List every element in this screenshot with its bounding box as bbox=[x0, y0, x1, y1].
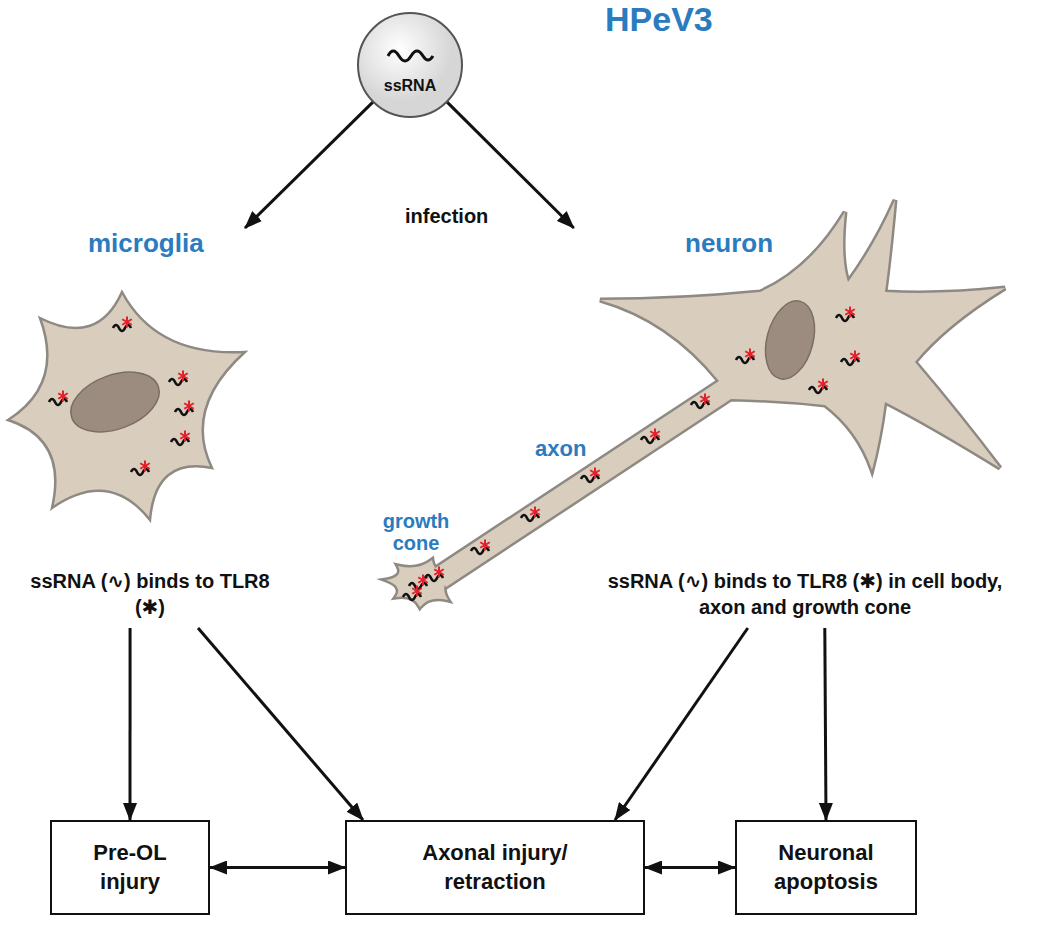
tlr8-asterisk bbox=[412, 586, 422, 597]
connector-arrow bbox=[198, 628, 363, 820]
ssrna-squiggle bbox=[131, 469, 149, 475]
tlr8-asterisk bbox=[745, 349, 755, 360]
virus-particle bbox=[358, 13, 462, 117]
neuron-cell bbox=[434, 200, 1005, 587]
ssrna-squiggle bbox=[581, 476, 599, 482]
tlr8-asterisk bbox=[530, 507, 540, 518]
tlr8-asterisk bbox=[700, 394, 710, 405]
nucleus bbox=[63, 361, 168, 443]
tlr8-asterisk bbox=[122, 317, 132, 328]
part-label: axon bbox=[535, 436, 586, 462]
ssrna-squiggle bbox=[836, 315, 854, 321]
tlr8-asterisk bbox=[184, 401, 194, 412]
tlr8-asterisk bbox=[434, 567, 444, 578]
tlr8-asterisk bbox=[418, 575, 428, 586]
ssrna-squiggle bbox=[409, 583, 427, 589]
microglia-cell bbox=[8, 292, 245, 520]
ssrna-squiggle bbox=[175, 409, 193, 415]
ssrna-squiggle bbox=[691, 402, 709, 408]
outcome-box: Pre-OL injury bbox=[50, 820, 210, 915]
ssrna-squiggle bbox=[641, 437, 659, 443]
box-label: Neuronal apoptosis bbox=[751, 839, 901, 896]
box-label: Pre-OL injury bbox=[70, 839, 190, 896]
connector-arrow bbox=[645, 866, 735, 869]
ssrna-squiggle bbox=[49, 399, 67, 405]
outcome-box: Axonal injury/ retraction bbox=[345, 820, 645, 915]
ssrna-squiggle bbox=[521, 515, 539, 521]
nucleus bbox=[757, 295, 822, 384]
ssrna-squiggle bbox=[425, 575, 443, 581]
neuron-cell bbox=[386, 560, 452, 607]
tlr8-asterisk bbox=[850, 351, 860, 362]
neuron-cell: neuron bbox=[560, 228, 1020, 568]
connector-arrow bbox=[245, 101, 374, 228]
outcome-box: Neuronal apoptosis bbox=[735, 820, 917, 915]
microglia-cell: microglia bbox=[0, 228, 250, 523]
mechanism-text: ssRNA (∿) binds to TLR8 (✱) in cell body… bbox=[585, 568, 1025, 620]
neuron-outline bbox=[386, 560, 452, 607]
genome-label: ssRNA bbox=[358, 77, 462, 95]
ssrna-squiggle bbox=[169, 379, 187, 385]
tlr8-asterisk bbox=[845, 307, 855, 318]
neuron-outline bbox=[434, 200, 1005, 587]
mechanism-text: ssRNA (∿) binds to TLR8 (✱) bbox=[30, 568, 270, 620]
cell-name: microglia bbox=[88, 228, 204, 259]
tlr8-asterisk bbox=[590, 468, 600, 479]
process-label: infection bbox=[405, 205, 488, 228]
connector-arrow bbox=[825, 628, 826, 820]
tlr8-asterisk bbox=[58, 391, 68, 402]
tlr8-asterisk bbox=[818, 379, 828, 390]
connector-arrow bbox=[615, 628, 748, 820]
virus-particle: HPeV3ssRNA bbox=[358, 13, 462, 117]
ssrna-squiggle bbox=[171, 439, 189, 445]
tlr8-asterisk bbox=[180, 431, 190, 442]
tlr8-asterisk bbox=[140, 461, 150, 472]
box-label: Axonal injury/ retraction bbox=[395, 839, 595, 896]
ssrna-squiggle bbox=[841, 359, 859, 365]
mechanism-text: ssRNA (∿) binds to TLR8 (✱) bbox=[30, 568, 270, 628]
ssrna-squiggle bbox=[388, 51, 433, 61]
ssrna-squiggle bbox=[113, 325, 131, 331]
tlr8-asterisk bbox=[650, 429, 660, 440]
cell-name: neuron bbox=[685, 228, 773, 259]
tlr8-asterisk bbox=[178, 371, 188, 382]
ssrna-squiggle bbox=[471, 548, 489, 554]
ssrna-squiggle bbox=[403, 594, 421, 600]
ssrna-squiggle bbox=[736, 357, 754, 363]
part-label: growth cone bbox=[374, 510, 458, 554]
connector-arrow bbox=[129, 628, 132, 820]
mechanism-text: ssRNA (∿) binds to TLR8 (✱) in cell body… bbox=[585, 568, 1025, 628]
virus-name: HPeV3 bbox=[605, 0, 713, 39]
connector-arrow bbox=[210, 866, 345, 869]
ssrna-squiggle bbox=[809, 387, 827, 393]
tlr8-asterisk bbox=[480, 540, 490, 551]
